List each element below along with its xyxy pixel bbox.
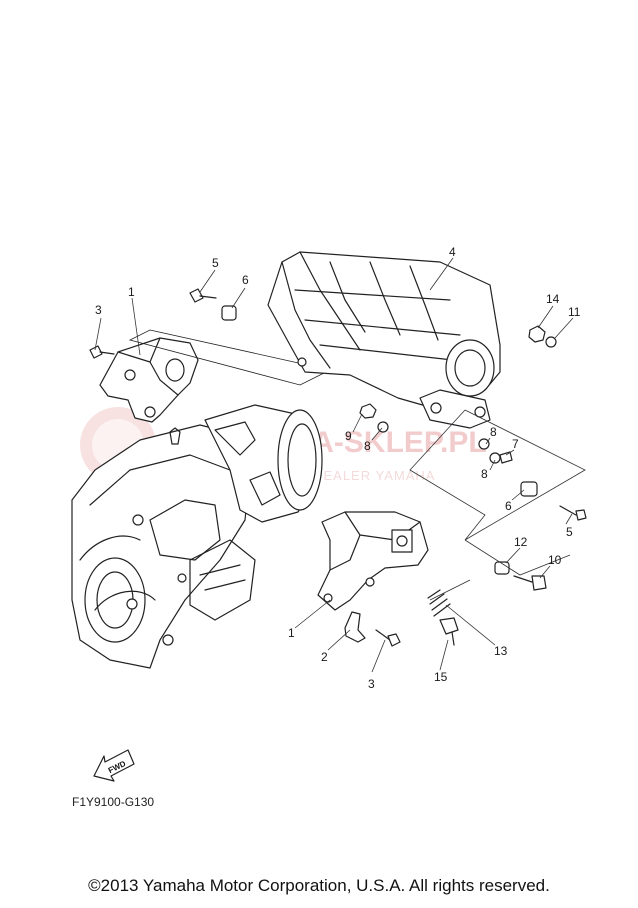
callout-8-left: 8 <box>364 439 371 453</box>
copyright-notice: ©2013 Yamaha Motor Corporation, U.S.A. A… <box>88 876 550 895</box>
callout-6-lower: 6 <box>505 499 512 513</box>
callout-5-upper: 5 <box>212 256 219 270</box>
hardware-parts <box>89 288 587 647</box>
callout-8-lower: 8 <box>481 467 488 481</box>
callout-7: 7 <box>512 437 519 451</box>
clip-part-2 <box>344 611 366 643</box>
callout-1-upper: 1 <box>128 285 135 299</box>
callout-labels: 1 3 5 6 4 14 11 9 8 8 8 7 6 5 12 10 1 2 … <box>95 245 581 691</box>
upper-bracket-part-1 <box>99 337 199 423</box>
callout-3-upper: 3 <box>95 303 102 317</box>
callout-4: 4 <box>449 245 456 259</box>
lower-bracket-part-1 <box>317 511 429 611</box>
jet-pump-housing <box>71 404 323 669</box>
fwd-arrow-icon: FWD <box>93 749 135 782</box>
callout-9: 9 <box>345 429 352 443</box>
callout-2: 2 <box>321 650 328 664</box>
callout-15: 15 <box>434 670 448 684</box>
callout-13: 13 <box>494 644 508 658</box>
callout-14: 14 <box>546 292 560 306</box>
callout-12: 12 <box>514 535 528 549</box>
callout-1-lower: 1 <box>288 626 295 640</box>
leader-lines <box>94 257 574 673</box>
callout-10: 10 <box>548 553 562 567</box>
top-cover-part-4 <box>267 251 501 429</box>
callout-11: 11 <box>568 305 581 319</box>
callout-5-lower: 5 <box>566 525 573 539</box>
callout-3-lower: 3 <box>368 677 375 691</box>
callout-6-upper: 6 <box>242 273 249 287</box>
assembly-guide-lines <box>409 409 586 601</box>
diagram-code: F1Y9100-G130 <box>72 795 155 809</box>
callout-8-right: 8 <box>490 425 497 439</box>
